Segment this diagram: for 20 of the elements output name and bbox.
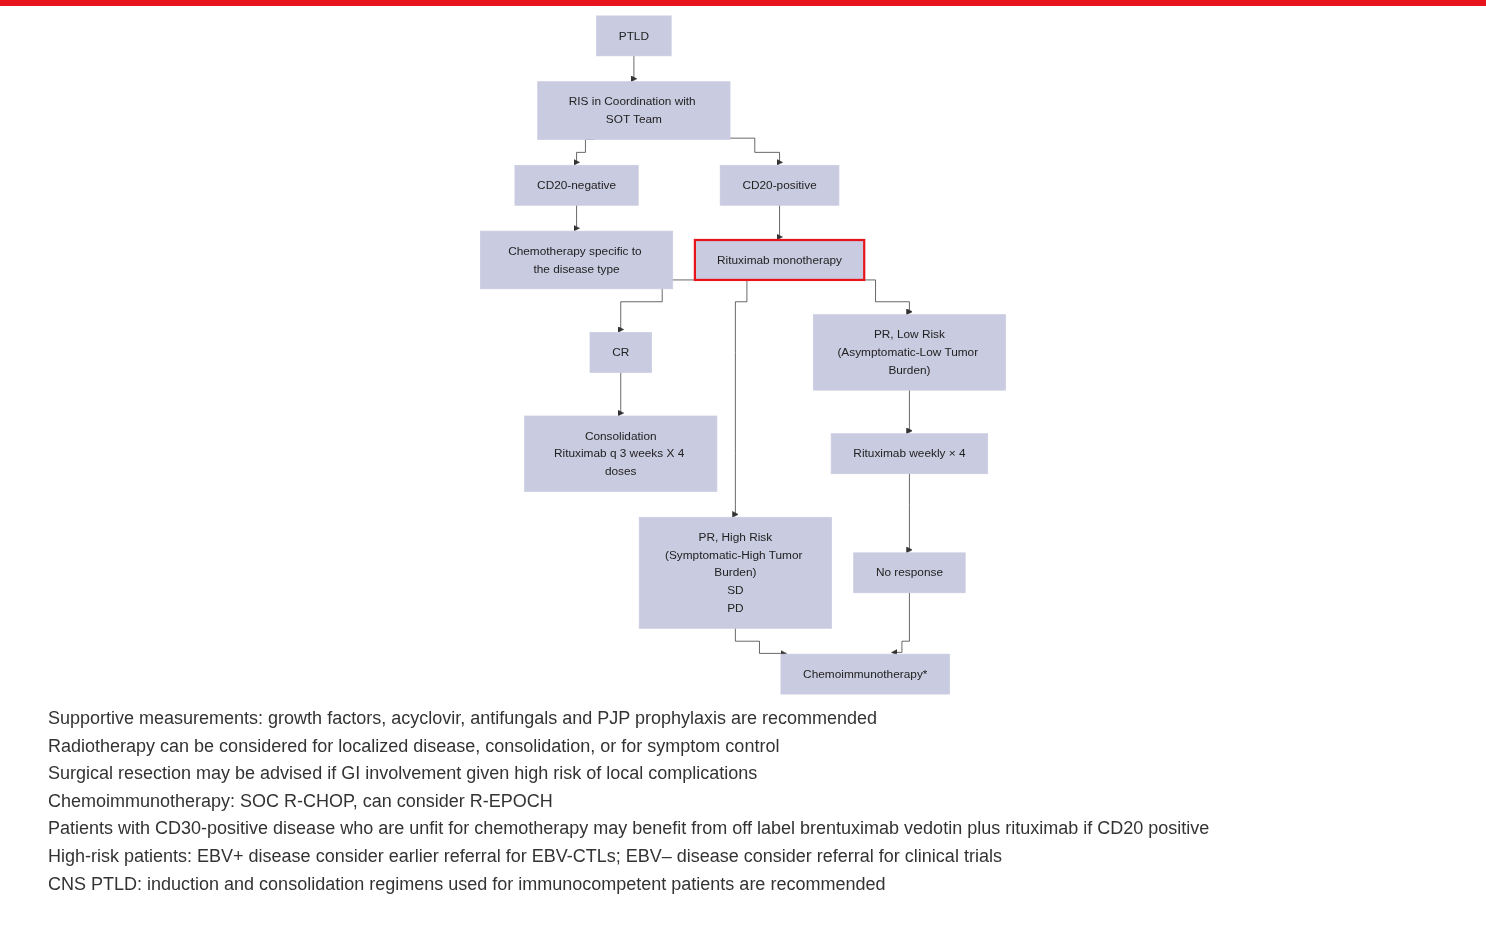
node-box: CD20-negative	[514, 164, 639, 206]
node-box: RIS in Coordination with SOT Team	[537, 81, 731, 140]
note-text: Chemoimmunotherapy: SOC R-CHOP, can consider R-EPOCH	[48, 790, 554, 813]
node-box: CR	[589, 332, 652, 373]
note-text: Surgical resection may be advised if GI involvement given high risk of local complications	[48, 763, 759, 785]
node-box: Chemoimmunotherapy*	[780, 653, 950, 695]
node-box: Rituximab weekly × 4	[830, 433, 989, 475]
node-box: PTLD	[596, 15, 672, 57]
node-box: PR, High Risk (Symptomatic-High Tumor Burden) SD PD	[638, 516, 832, 629]
node-box: Chemotherapy specific to the disease type	[480, 230, 674, 290]
note-text: High-risk patients: EBV+ disease consider earlier referral for EBV-CTLs; EBV– disease consider referral for clinical trials	[48, 845, 1003, 868]
note-text: Patients with CD30-positive disease who are unfit for chemotherapy may benefit from off label brentuximab vedotin plus rituximab if CD20 positive	[48, 818, 1211, 840]
note-text: Radiotherapy can be considered for localized disease, consolidation, or for symptom control	[48, 735, 781, 758]
node-box: No response	[853, 552, 966, 594]
node-box: CD20-positive	[719, 164, 840, 206]
note-text: CNS PTLD: induction and consolidation regimens used for immunocompetent patients are recommended	[48, 873, 887, 896]
node-box: Consolidation Rituximab q 3 weeks X 4 doses	[524, 415, 718, 492]
node-box: Rituximab monotherapy	[693, 238, 866, 282]
note-text: Supportive measurements: growth factors, acyclovir, antifungals and PJP prophylaxis are recommended	[48, 708, 879, 730]
node-box: PR, Low Risk (Asymptomatic-Low Tumor Burden)	[812, 314, 1006, 391]
